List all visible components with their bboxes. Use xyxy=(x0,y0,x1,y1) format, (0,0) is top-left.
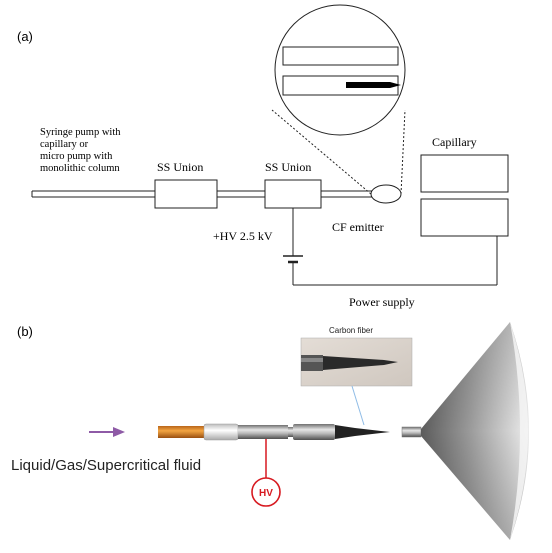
orange-tubing xyxy=(158,426,204,438)
carbon-fiber-photo xyxy=(300,337,413,387)
panel-a: (a) Syringe pump with capillary or micro… xyxy=(17,4,509,309)
photo-sleeve xyxy=(301,355,323,371)
capillary-block-top xyxy=(420,154,509,193)
ss-union-2-label: SS Union xyxy=(265,160,311,174)
photo-fiber xyxy=(323,356,398,370)
transfer-line xyxy=(31,190,372,198)
photo-pointer xyxy=(351,385,365,426)
capillary-label: Capillary xyxy=(432,135,477,149)
carbon-fiber-tip xyxy=(335,425,390,439)
emitter-fitting xyxy=(293,424,335,440)
zoom-line-right xyxy=(400,109,406,195)
power-supply-label: Power supply xyxy=(349,295,415,309)
carbon-fiber-label: Carbon fiber xyxy=(329,326,373,335)
cf-emitter-label: CF emitter xyxy=(332,220,384,234)
hv-badge-label: HV xyxy=(259,488,273,499)
flow-arrow xyxy=(89,427,125,437)
hv-label: +HV 2.5 kV xyxy=(213,229,273,243)
ss-union-2 xyxy=(264,179,322,209)
cf-emitter xyxy=(370,184,402,204)
ss-union-1 xyxy=(154,179,218,209)
ms-inlet xyxy=(401,426,422,438)
panel-a-label: (a) xyxy=(17,29,33,44)
panel-b-label: (b) xyxy=(17,324,33,339)
source-label-line: capillary or xyxy=(40,139,89,150)
emitter-assembly xyxy=(158,423,390,441)
zoom-line-left xyxy=(271,109,372,195)
source-label-line: monolithic column xyxy=(40,163,120,174)
ss-union-1-label: SS Union xyxy=(157,160,203,174)
zoom-inset xyxy=(274,4,406,136)
spray-cone xyxy=(421,322,529,540)
source-label-line: micro pump with xyxy=(40,151,113,162)
white-fitting xyxy=(203,423,239,441)
zoom-capillary-wall xyxy=(282,46,399,66)
union-body xyxy=(238,425,288,439)
fluid-label: Liquid/Gas/Supercritical fluid xyxy=(11,457,201,474)
source-label: Syringe pump with capillary or micro pum… xyxy=(40,127,123,174)
hv-badge xyxy=(251,477,281,507)
zoom-carbon-fiber xyxy=(346,82,401,88)
capillary-block-bottom xyxy=(420,198,509,237)
source-label-line: Syringe pump with xyxy=(40,127,121,138)
panel-b: (b) Carbon fiber HV Liquid/Ga xyxy=(11,322,529,540)
